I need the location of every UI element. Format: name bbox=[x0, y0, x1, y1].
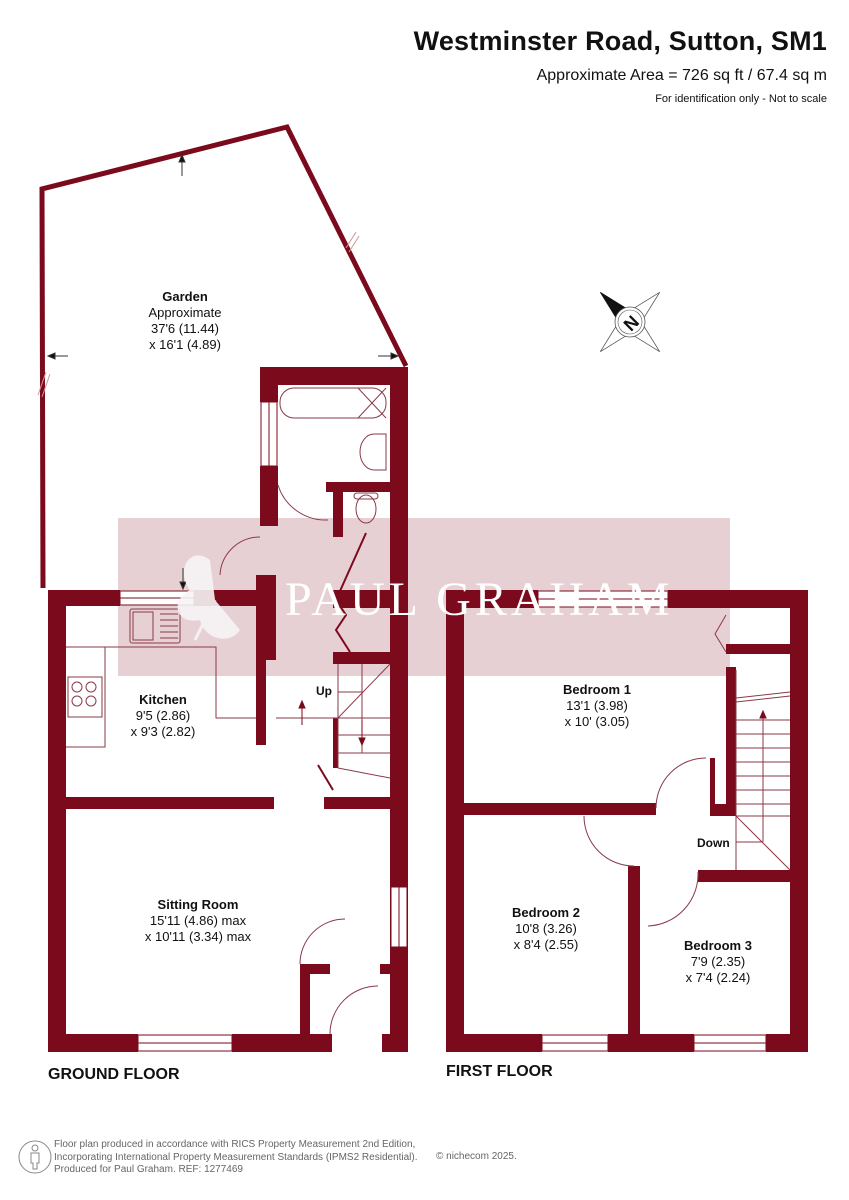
ground-floor-fixtures bbox=[66, 387, 391, 1035]
first-floor-walls bbox=[446, 590, 808, 1052]
stair-arrows bbox=[298, 699, 366, 747]
first-floor-fixtures bbox=[583, 614, 791, 927]
ground-floor-walls bbox=[48, 367, 408, 1052]
scale-disclaimer: For identification only - Not to scale bbox=[655, 93, 827, 105]
room-label-sitting-room: Sitting Room 15'11 (4.86) max x 10'11 (3… bbox=[144, 897, 252, 944]
room-label-kitchen: Kitchen 9'5 (2.86) x 9'3 (2.82) bbox=[130, 692, 196, 739]
watermark-text: PAUL GRAHAM bbox=[285, 573, 674, 626]
toilet-icon bbox=[355, 494, 377, 524]
hob-icon bbox=[67, 676, 103, 718]
approximate-area: Approximate Area = 726 sq ft / 67.4 sq m bbox=[536, 67, 827, 84]
room-label-garden: Garden Approximate 37'6 (11.44) x 16'1 (… bbox=[148, 289, 222, 352]
footer-text: Floor plan produced in accordance with R… bbox=[54, 1139, 418, 1175]
room-label-bedroom-2: Bedroom 2 10'8 (3.26) x 8'4 (2.55) bbox=[512, 905, 580, 952]
butterfly-logo-icon bbox=[177, 555, 240, 641]
garden-dimension-arrows bbox=[46, 153, 400, 591]
door-swing bbox=[277, 484, 329, 521]
room-label-bedroom-1: Bedroom 1 13'1 (3.98) x 10' (3.05) bbox=[563, 682, 631, 729]
property-title: Westminster Road, Sutton, SM1 bbox=[413, 26, 827, 56]
room-label-bedroom-3: Bedroom 3 7'9 (2.35) x 7'4 (2.24) bbox=[684, 938, 752, 985]
first-floor-windows bbox=[537, 590, 767, 1052]
sink-icon bbox=[129, 608, 181, 644]
basin-icon bbox=[359, 433, 387, 471]
person-icon bbox=[18, 1140, 52, 1174]
stairs-up-label: Up bbox=[316, 684, 332, 698]
bath-icon bbox=[279, 387, 387, 419]
ground-floor-windows bbox=[119, 401, 408, 1052]
first-stair-arrow bbox=[759, 709, 767, 719]
bifold-doors bbox=[317, 532, 367, 791]
break-marks bbox=[37, 231, 360, 398]
stairs-down-label: Down bbox=[697, 836, 730, 850]
footer-copyright: © nichecom 2025. bbox=[436, 1151, 517, 1162]
ground-floor-label: GROUND FLOOR bbox=[48, 1066, 180, 1083]
first-floor-label: FIRST FLOOR bbox=[446, 1063, 553, 1080]
compass-rose-icon bbox=[599, 291, 661, 353]
